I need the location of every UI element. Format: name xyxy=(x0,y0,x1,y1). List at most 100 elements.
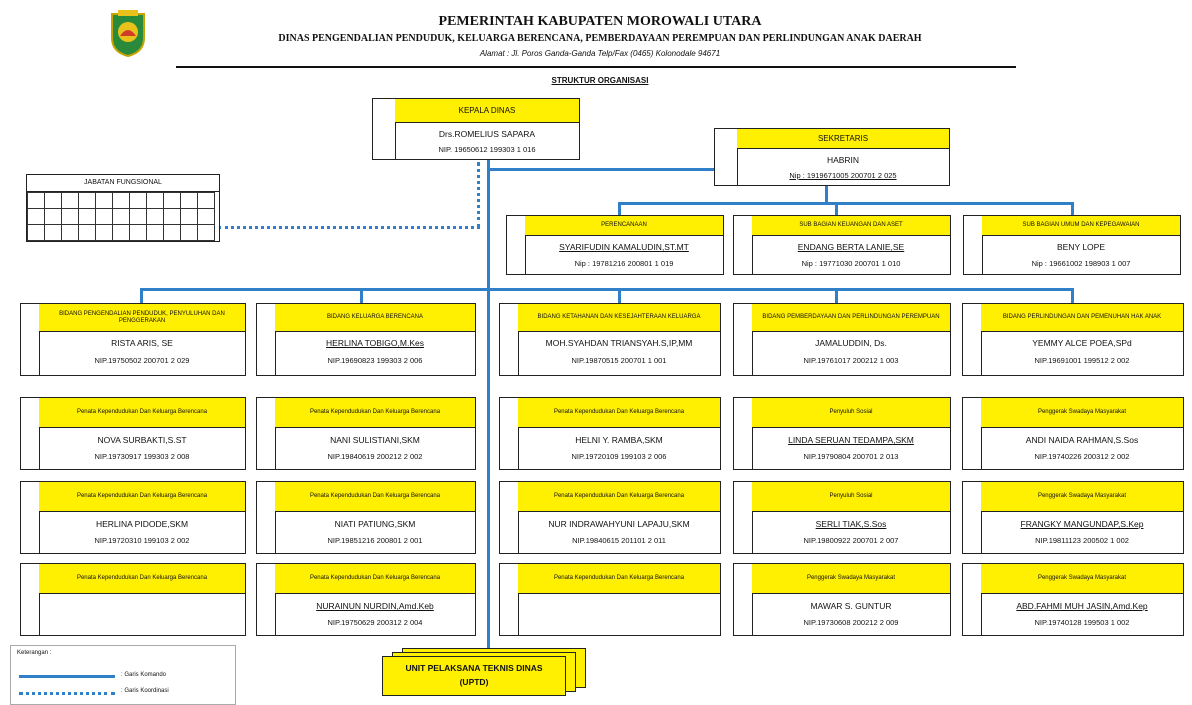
staff-name: NOVA SURBAKTI,S.ST xyxy=(97,435,187,445)
staff-box: Penata Kependudukan Dan Keluarga Berenca… xyxy=(499,563,721,636)
subbag-nip: Nip : 19781216 200801 1 019 xyxy=(574,259,674,268)
bidang-nip: NIP.19691001 199512 2 002 xyxy=(1034,356,1130,365)
bidang-title: BIDANG PERLINDUNGAN DAN PEMENUHAN HAK AN… xyxy=(981,304,1183,332)
staff-nip: NIP.19720109 199103 2 006 xyxy=(571,452,667,461)
bidang-title: BIDANG PENGENDALIAN PENDUDUK, PENYULUHAN… xyxy=(39,304,245,332)
bidang-nip: NIP.19870515 200701 1 001 xyxy=(571,356,667,365)
staff-title: Penata Kependudukan Dan Keluarga Berenca… xyxy=(39,564,245,594)
staff-nip: NIP.19840619 200212 2 002 xyxy=(327,452,423,461)
box-side-tab xyxy=(963,564,982,635)
uptd-line1: UNIT PELAKSANA TEKNIS DINAS xyxy=(405,663,543,673)
command-line-bidang-5 xyxy=(1071,288,1074,304)
bidang-nip: NIP.19761017 200212 1 003 xyxy=(803,356,899,365)
staff-name: NUR INDRAWAHYUNI LAPAJU,SKM xyxy=(548,519,690,529)
bidang-name: YEMMY ALCE POEA,SPd xyxy=(1032,338,1132,348)
government-title: PEMERINTAH KABUPATEN MOROWALI UTARA xyxy=(438,14,762,29)
box-side-tab xyxy=(963,304,982,375)
box-side-tab xyxy=(715,129,738,185)
box-side-tab xyxy=(734,304,753,375)
legend-coordination-label: : Garis Koordinasi xyxy=(121,688,169,694)
box-side-tab xyxy=(734,216,753,274)
command-line-bidang-2 xyxy=(360,288,363,304)
kepala-dinas-box: KEPALA DINAS Drs.ROMELIUS SAPARA NIP. 19… xyxy=(372,98,580,160)
staff-nip: NIP.19750629 200312 2 004 xyxy=(327,618,423,627)
bidang-title: BIDANG KETAHANAN DAN KESEJAHTERAAN KELUA… xyxy=(518,304,720,332)
subbag-keuangan-box: SUB BAGIAN KEUANGAN DAN ASET ENDANG BERT… xyxy=(733,215,951,275)
box-side-tab xyxy=(257,564,276,635)
department-title: DINAS PENGENDALIAN PENDUDUK, KELUARGA BE… xyxy=(278,33,922,44)
regency-logo xyxy=(108,8,148,58)
subbag-name: SYARIFUDIN KAMALUDIN,ST.MT xyxy=(559,242,689,252)
staff-title: Penata Kependudukan Dan Keluarga Berenca… xyxy=(275,564,475,594)
subbag-perencanaan-box: PERENCANAAN SYARIFUDIN KAMALUDIN,ST.MT N… xyxy=(506,215,724,275)
jabatan-fungsional-title: JABATAN FUNGSIONAL xyxy=(27,175,219,192)
staff-title: Penata Kependudukan Dan Keluarga Berenca… xyxy=(275,398,475,428)
staff-title: Penata Kependudukan Dan Keluarga Berenca… xyxy=(518,564,720,594)
command-line-bidang-horizontal xyxy=(140,288,1074,291)
bidang-name: HERLINA TOBIGO,M.Kes xyxy=(326,338,424,348)
staff-nip: NIP.19720310 199103 2 002 xyxy=(94,536,190,545)
staff-title: Penyuluh Sosial xyxy=(752,398,950,428)
box-side-tab xyxy=(257,482,276,553)
box-side-tab xyxy=(21,482,40,553)
staff-name: NURAINUN NURDIN,Amd.Keb xyxy=(316,601,434,611)
bidang-box-2: BIDANG KELUARGA BERENCANA HERLINA TOBIGO… xyxy=(256,303,476,376)
staff-box: Penata Kependudukan Dan Keluarga Berenca… xyxy=(256,563,476,636)
staff-name: HERLINA PIDODE,SKM xyxy=(95,519,189,529)
bidang-box-4: BIDANG PEMBERDAYAAN DAN PERLINDUNGAN PER… xyxy=(733,303,951,376)
legend-coordination-line xyxy=(19,692,115,695)
command-line-bidang-4 xyxy=(835,288,838,304)
regency-emblem-icon xyxy=(111,10,145,58)
coordination-line-horizontal xyxy=(218,226,480,229)
staff-name: SERLI TIAK,S.Sos xyxy=(815,519,887,529)
bidang-name: RISTA ARIS, SE xyxy=(111,338,173,348)
legend-title: Keterangan : xyxy=(17,650,52,656)
bidang-name: JAMALUDDIN, Ds. xyxy=(815,338,887,348)
box-side-tab xyxy=(257,398,276,469)
staff-box: Penyuluh Sosial SERLI TIAK,S.Sos NIP.198… xyxy=(733,481,951,554)
staff-name: NIATI PATIUNG,SKM xyxy=(334,519,416,529)
staff-nip: NIP.19730608 200212 2 009 xyxy=(803,618,899,627)
staff-name: ANDI NAIDA RAHMAN,S.Sos xyxy=(1025,435,1139,445)
uptd-box: UNIT PELAKSANA TEKNIS DINAS (UPTD) xyxy=(382,656,566,696)
staff-name: NANI SULISTIANI,SKM xyxy=(330,435,420,445)
staff-title: Penggerak Swadaya Masyarakat xyxy=(981,398,1183,428)
subbag-name: ENDANG BERTA LANIE,SE xyxy=(797,242,905,252)
legend-command-line xyxy=(19,675,115,678)
command-line-subbag-mid xyxy=(835,202,838,218)
box-side-tab xyxy=(257,304,276,375)
coordination-line-vertical xyxy=(477,162,480,228)
subbag-title: SUB BAGIAN KEUANGAN DAN ASET xyxy=(752,216,950,236)
structure-title: STRUKTUR ORGANISASI xyxy=(551,76,649,85)
command-line-sekretaris-down xyxy=(825,184,828,204)
command-line-bidang-1 xyxy=(140,288,143,304)
staff-box: Penggerak Swadaya Masyarakat MAWAR S. GU… xyxy=(733,563,951,636)
staff-nip: NIP.19740128 199503 1 002 xyxy=(1034,618,1130,627)
bidang-nip: NIP.19690823 199303 2 006 xyxy=(327,356,423,365)
box-side-tab xyxy=(21,564,40,635)
staff-nip: NIP.19730917 199303 2 008 xyxy=(94,452,190,461)
command-line-kepala-sekretaris xyxy=(487,168,727,171)
staff-box: Penata Kependudukan Dan Keluarga Berenca… xyxy=(499,481,721,554)
staff-title: Penggerak Swadaya Masyarakat xyxy=(981,564,1183,594)
subbag-title: SUB BAGIAN UMUM DAN KEPEGAWAIAN xyxy=(982,216,1180,236)
box-side-tab xyxy=(963,398,982,469)
legend-box: Keterangan : : Garis Komando : Garis Koo… xyxy=(10,645,236,705)
box-side-tab xyxy=(507,216,526,274)
command-line-subbag-left xyxy=(618,202,621,218)
staff-box: Penata Kependudukan Dan Keluarga Berenca… xyxy=(20,563,246,636)
bidang-title: BIDANG PEMBERDAYAAN DAN PERLINDUNGAN PER… xyxy=(752,304,950,332)
box-side-tab xyxy=(373,99,396,159)
legend-command-label: : Garis Komando xyxy=(121,672,167,678)
staff-title: Penata Kependudukan Dan Keluarga Berenca… xyxy=(39,482,245,512)
header-rule xyxy=(176,66,1016,68)
kepala-dinas-name: Drs.ROMELIUS SAPARA xyxy=(438,129,536,139)
bidang-title: BIDANG KELUARGA BERENCANA xyxy=(275,304,475,332)
box-side-tab xyxy=(21,304,40,375)
staff-title: Penata Kependudukan Dan Keluarga Berenca… xyxy=(518,398,720,428)
sekretaris-title: SEKRETARIS xyxy=(737,129,949,149)
staff-name: MAWAR S. GUNTUR xyxy=(810,601,892,611)
box-side-tab xyxy=(734,564,753,635)
box-side-tab xyxy=(500,304,519,375)
command-line-main-vertical xyxy=(487,160,490,655)
